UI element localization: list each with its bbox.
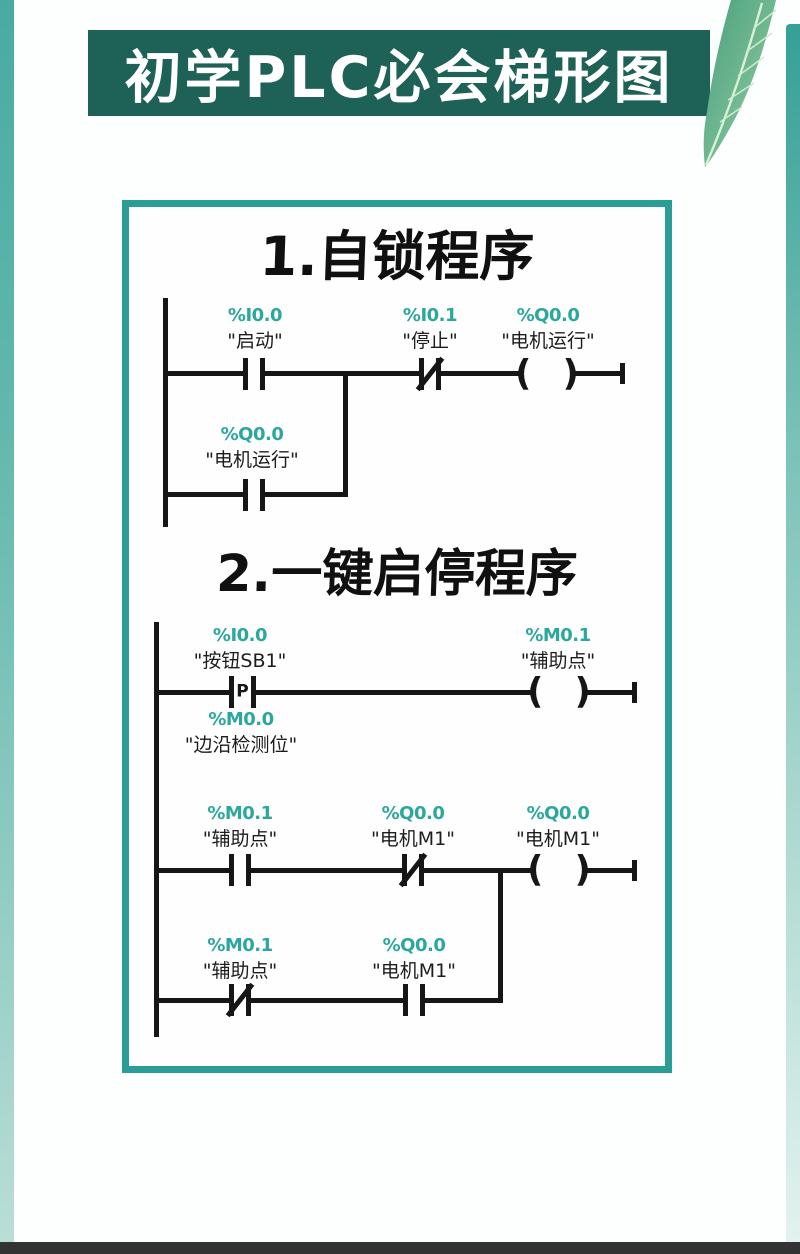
operand-name: "电机运行" — [501, 330, 595, 352]
operand-label: %Q0.0 "电机运行" — [205, 424, 299, 472]
operand-address: %I0.1 — [402, 305, 458, 326]
s2-branch-wire — [154, 998, 503, 1003]
contact-bar — [243, 479, 248, 511]
operand-label: %Q0.0 "电机M1" — [516, 803, 600, 851]
contact-bar — [419, 854, 424, 886]
operand-name: "启动" — [227, 330, 283, 352]
nc-contact-stop — [415, 356, 445, 392]
s2-rung2-wire — [154, 868, 636, 873]
operand-name: "边沿检测位" — [184, 734, 298, 756]
operand-label: %I0.1 "停止" — [402, 305, 458, 353]
contact-bar — [402, 854, 407, 886]
contact-bar — [251, 676, 256, 708]
operand-address: %M0.1 — [207, 803, 273, 824]
poster-title: 初学PLC必会梯形图 — [124, 45, 674, 111]
contact-bar — [229, 676, 234, 708]
contact-bar — [420, 984, 425, 1016]
coil-motor-run: ( ) — [515, 353, 581, 395]
operand-name: "电机M1" — [516, 828, 600, 850]
operand-label: %M0.1 "辅助点" — [202, 935, 278, 983]
operand-label: %M0.0 "边沿检测位" — [184, 709, 298, 757]
s1-rung-end-tick — [620, 363, 625, 384]
no-contact-seal-in — [243, 479, 265, 511]
no-contact-start — [243, 358, 265, 390]
contact-bar — [229, 854, 234, 886]
s1-rung-wire — [163, 371, 624, 376]
operand-label: %Q0.0 "电机M1" — [372, 935, 456, 983]
operand-address: %Q0.0 — [526, 803, 590, 824]
nc-contact-motor — [398, 852, 428, 888]
operand-address: %Q0.0 — [382, 935, 446, 956]
operand-label: %M0.1 "辅助点" — [520, 625, 596, 673]
operand-address: %I0.0 — [212, 625, 268, 646]
s2-branch-vertical-wire — [498, 868, 503, 1003]
s1-left-power-rail — [163, 298, 168, 527]
operand-address: %Q0.0 — [516, 305, 580, 326]
operand-name: "电机M1" — [371, 828, 455, 850]
contact-bar — [246, 854, 251, 886]
s2-rung2-end-tick — [632, 860, 637, 881]
p-contact-button: P — [229, 676, 256, 708]
bottom-dark-bar — [0, 1242, 800, 1254]
contact-bar — [260, 479, 265, 511]
coil-aux-point: ( ) — [527, 671, 593, 713]
no-contact-aux — [229, 854, 251, 886]
operand-label: %I0.0 "按钮SB1" — [193, 625, 287, 673]
s2-left-power-rail — [154, 622, 159, 1037]
p-trigger-symbol: P — [236, 681, 249, 702]
s2-rung1-end-tick — [632, 682, 637, 703]
contact-bar — [229, 984, 234, 1016]
operand-address: %M0.1 — [207, 935, 273, 956]
no-contact-motor — [403, 984, 425, 1016]
operand-name: "辅助点" — [520, 650, 596, 672]
operand-label: %M0.1 "辅助点" — [202, 803, 278, 851]
operand-label: %Q0.0 "电机运行" — [501, 305, 595, 353]
ladder-diagram-frame — [122, 200, 672, 1073]
title-banner: 初学PLC必会梯形图 — [88, 30, 710, 116]
contact-bar — [243, 358, 248, 390]
s1-branch-vertical-wire — [343, 371, 348, 497]
operand-name: "电机运行" — [205, 449, 299, 471]
nc-contact-aux — [225, 982, 255, 1018]
operand-name: "辅助点" — [202, 828, 278, 850]
operand-address: %Q0.0 — [381, 803, 445, 824]
contact-bar — [246, 984, 251, 1016]
section2-title: 2.一键启停程序 — [215, 545, 579, 604]
operand-name: "电机M1" — [372, 960, 456, 982]
operand-label: %I0.0 "启动" — [227, 305, 283, 353]
operand-address: %M0.0 — [208, 709, 274, 730]
contact-bar — [436, 358, 441, 390]
coil-motor-m1: ( ) — [527, 849, 593, 891]
operand-name: "按钮SB1" — [193, 650, 287, 672]
operand-address: %M0.1 — [525, 625, 591, 646]
leaf-icon — [703, 0, 777, 167]
contact-bar — [403, 984, 408, 1016]
operand-label: %Q0.0 "电机M1" — [371, 803, 455, 851]
operand-name: "辅助点" — [202, 960, 278, 982]
operand-name: "停止" — [402, 330, 458, 352]
operand-address: %Q0.0 — [220, 424, 284, 445]
contact-bar — [260, 358, 265, 390]
left-accent-strip — [0, 0, 14, 1242]
contact-bar — [419, 358, 424, 390]
right-accent-strip — [786, 24, 800, 1242]
section1-title: 1.自锁程序 — [258, 225, 535, 288]
operand-address: %I0.0 — [227, 305, 283, 326]
s2-rung1-wire — [154, 690, 636, 695]
